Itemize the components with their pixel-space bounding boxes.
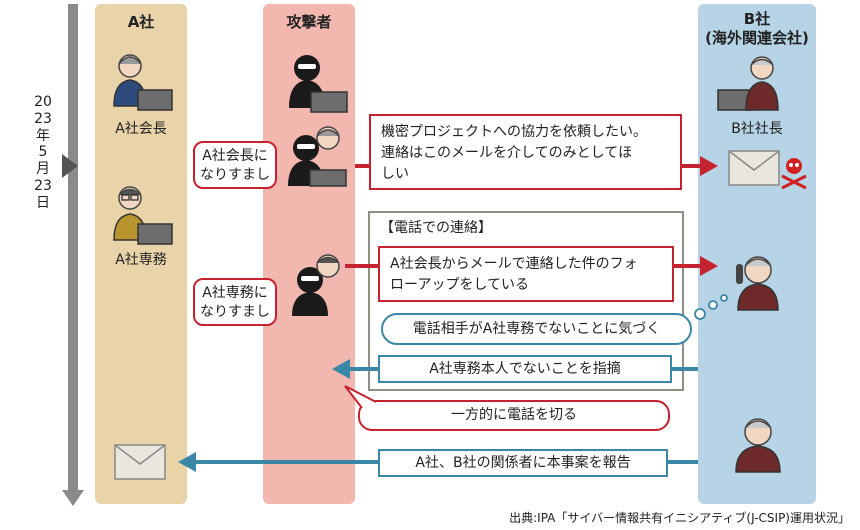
company-a-title: A社 [127, 13, 155, 31]
impersonate-chairman-line1: A社会長に [202, 148, 268, 164]
noticed-text: 電話相手がA社専務でないことに気づく [412, 321, 661, 337]
pointed-out-text: A社専務本人でないことを指摘 [429, 361, 621, 377]
report-text: A社、B社の関係者に本事案を報告 [415, 455, 631, 471]
hang-up-text: 一方的に電話を切る [451, 407, 577, 423]
attacker-title: 攻撃者 [286, 13, 332, 31]
email-request-line3: しい [381, 166, 409, 182]
a-executive-label: A社専務 [115, 252, 167, 268]
a-chairman-label: A社会長 [115, 121, 167, 137]
hang-up-box: 一方的に電話を切る [358, 400, 670, 431]
phone-contact-section: 【電話での連絡】 [368, 211, 684, 391]
phone-followup-line2: ローアップをしている [390, 277, 530, 293]
source-note: 出典:IPA「サイバー情報共有イニシアティブ(J-CSIP)運用状況」 [509, 511, 850, 525]
email-request-line1: 機密プロジェクトへの協力を依頼したい。 [381, 124, 647, 140]
impersonate-executive-bubble: A社専務に なりすまし [193, 278, 277, 326]
email-request-box: 機密プロジェクトへの協力を依頼したい。 連絡はこのメールを介してのみとしてほ し… [369, 114, 682, 190]
report-box: A社、B社の関係者に本事案を報告 [378, 449, 668, 477]
impersonate-executive-line2: なりすまし [200, 304, 270, 320]
impersonate-chairman-line2: なりすまし [200, 167, 270, 183]
phone-followup-box: A社会長からメールで連絡した件のフォ ローアップをしている [378, 246, 674, 302]
impersonate-chairman-bubble: A社会長に なりすまし [193, 141, 277, 189]
phone-followup-line1: A社会長からメールで連絡した件のフォ [390, 256, 638, 272]
timeline-date: 2023年5月23日 [34, 94, 52, 211]
pointed-out-box: A社専務本人でないことを指摘 [378, 355, 672, 383]
company-b-subtitle: (海外関連会社) [705, 29, 809, 47]
email-request-line2: 連絡はこのメールを介してのみとしてほ [381, 145, 633, 161]
company-b-title: B社 [743, 10, 771, 28]
impersonate-executive-line1: A社専務に [202, 285, 268, 301]
b-president-label: B社社長 [731, 121, 783, 137]
noticed-thought-bubble: 電話相手がA社専務でないことに気づく [381, 313, 692, 345]
phone-contact-title: 【電話での連絡】 [380, 220, 492, 236]
